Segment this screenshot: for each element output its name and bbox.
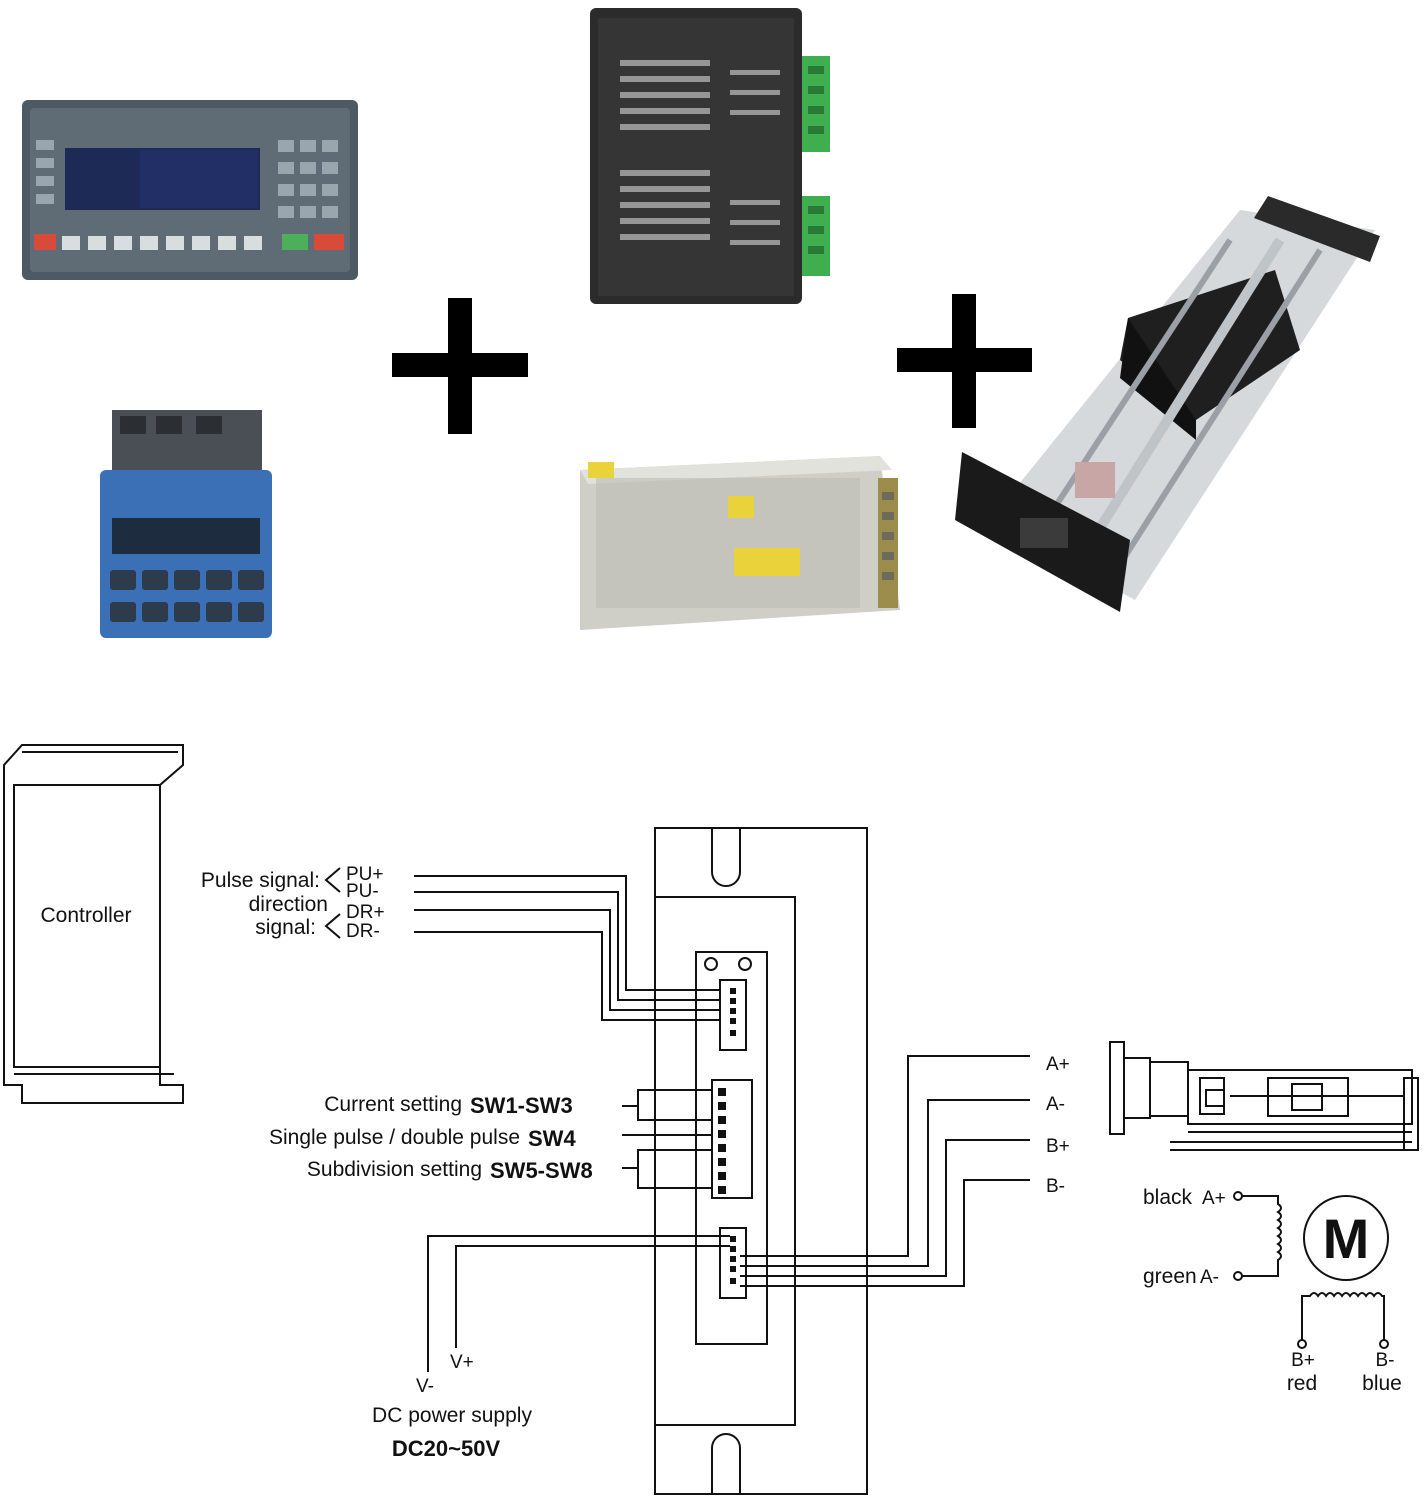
- small-controller-photo: [100, 410, 272, 638]
- controller-label: Controller: [40, 904, 131, 927]
- wire-color-red: red: [1287, 1372, 1317, 1395]
- terminal-dr-minus: DR-: [346, 921, 380, 942]
- controller-box: [3, 744, 184, 1104]
- signal-brackets: [324, 867, 341, 939]
- signal-connector: [719, 979, 747, 1051]
- power-v-minus: V-: [416, 1376, 434, 1397]
- motor-symbol-label: M: [1323, 1207, 1370, 1270]
- linear-module-drawing: [1109, 1041, 1419, 1151]
- output-b-plus: B+: [1046, 1136, 1070, 1157]
- dip-code-subdivision: SW5-SW8: [490, 1158, 593, 1183]
- terminal-pu-minus: PU-: [346, 881, 379, 902]
- controller-panel-photo: [22, 100, 358, 280]
- power-v-plus: V+: [450, 1352, 474, 1373]
- motor-coil-b: [1297, 1292, 1389, 1349]
- power-supply-photo: [580, 456, 900, 630]
- stepper-driver-photo: [590, 8, 830, 304]
- motor-symbol: M: [1303, 1195, 1389, 1281]
- coil-a-minus: A-: [1200, 1267, 1219, 1288]
- dip-label-pulse: Single pulse / double pulse: [269, 1126, 520, 1149]
- linear-stage-photo: [955, 196, 1380, 612]
- coil-a-plus: A+: [1202, 1188, 1226, 1209]
- pulse-signal-label: Pulse signal:: [201, 869, 320, 892]
- power-supply-label: DC power supply: [372, 1404, 532, 1427]
- dip-bracket-lines: [622, 1089, 712, 1189]
- dip-label-current: Current setting: [324, 1093, 462, 1116]
- wire-color-blue: blue: [1362, 1372, 1402, 1395]
- dip-code-current: SW1-SW3: [470, 1093, 573, 1118]
- direction-signal-label-1: direction: [249, 893, 328, 916]
- coil-b-minus: B-: [1376, 1350, 1395, 1371]
- wire-color-green: green: [1143, 1265, 1197, 1288]
- power-supply-range: DC20~50V: [392, 1436, 501, 1461]
- driver-outline: [654, 827, 868, 1495]
- plus-sign-1: [392, 298, 528, 434]
- terminal-dr-plus: DR+: [346, 902, 385, 923]
- dip-switch-block: [711, 1079, 753, 1199]
- coil-b-plus: B+: [1291, 1350, 1315, 1371]
- motor-coil-a: [1233, 1191, 1282, 1281]
- output-b-minus: B-: [1046, 1176, 1065, 1197]
- power-wires: [427, 1235, 730, 1372]
- direction-signal-label-2: signal:: [255, 916, 316, 939]
- power-motor-connector: [719, 1227, 747, 1299]
- output-a-plus: A+: [1046, 1054, 1070, 1075]
- signal-wires: [414, 875, 730, 1021]
- dip-label-subdivision: Subdivision setting: [307, 1158, 482, 1181]
- wire-color-black: black: [1143, 1186, 1193, 1209]
- motor-wires: [740, 1055, 1030, 1287]
- terminal-pu-plus: PU+: [346, 864, 384, 885]
- dip-code-pulse: SW4: [528, 1126, 576, 1151]
- plus-sign-2: [897, 294, 1032, 428]
- output-a-minus: A-: [1046, 1094, 1065, 1115]
